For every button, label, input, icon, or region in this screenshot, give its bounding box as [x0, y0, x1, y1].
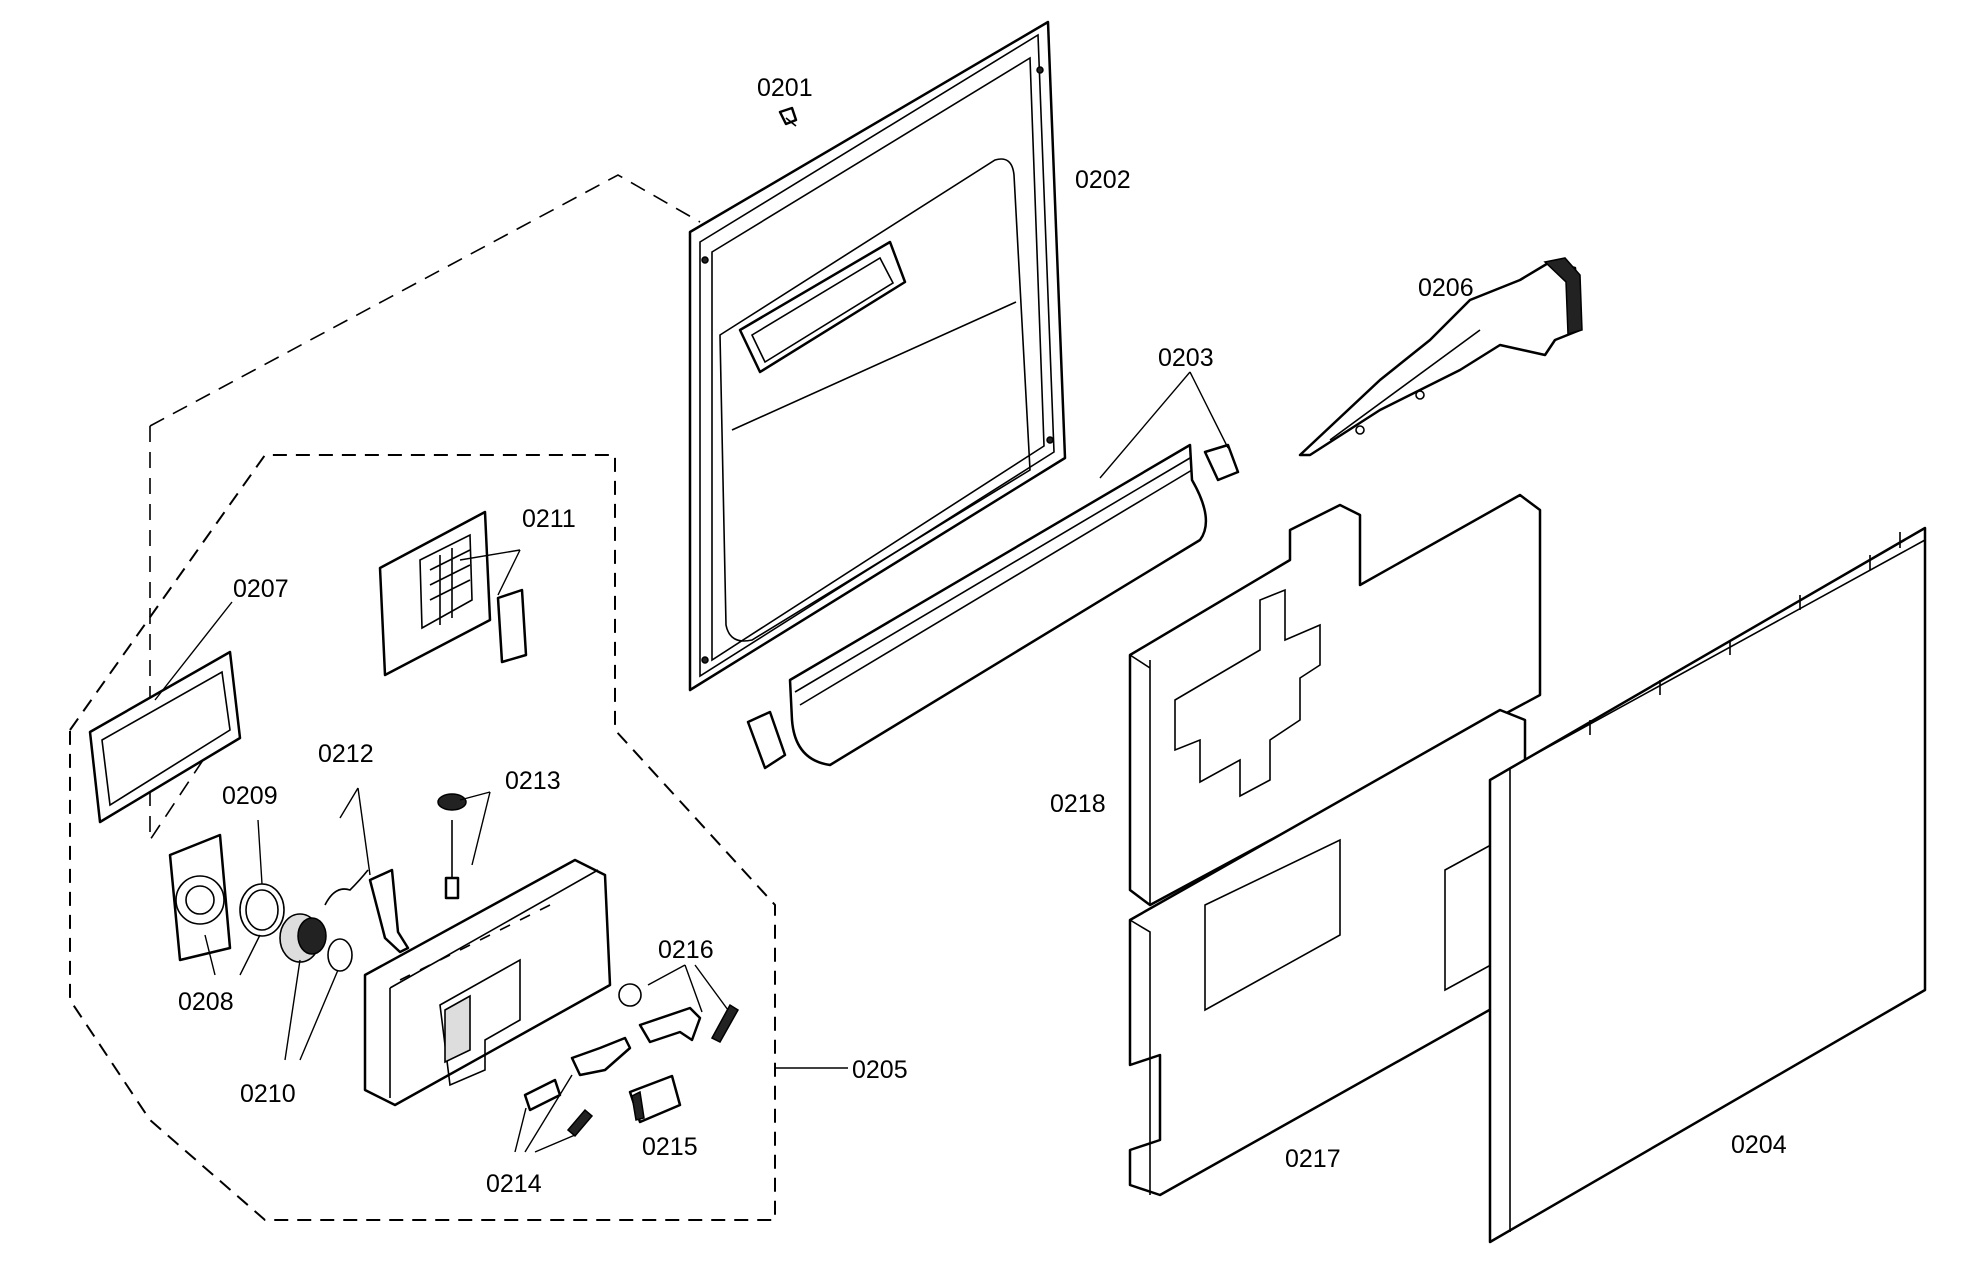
part-0214-parts — [523, 1036, 632, 1138]
label-0216: 0216 — [658, 936, 714, 964]
part-0210-nozzle — [279, 913, 353, 972]
part-0213-pin — [437, 793, 467, 900]
label-0217: 0217 — [1285, 1145, 1341, 1173]
part-0211-vent — [378, 510, 528, 677]
part-0204-front-panel — [1488, 526, 1927, 1244]
label-0213: 0213 — [505, 767, 561, 795]
part-0218-insulation — [1128, 493, 1542, 907]
part-0206-hinge-bracket — [1298, 257, 1583, 457]
part-0217-outer-panel — [1128, 708, 1527, 1197]
label-0206: 0206 — [1418, 274, 1474, 302]
part-0203-trim-strip — [746, 443, 1240, 770]
part-0216-parts — [618, 983, 740, 1044]
part-labels: 0201 0202 0203 0204 0205 0206 0207 0208 … — [178, 74, 1787, 1198]
label-0209: 0209 — [222, 782, 278, 810]
label-0203: 0203 — [1158, 344, 1214, 372]
part-0215-switch — [628, 1074, 682, 1124]
part-0201-screw — [778, 106, 798, 127]
part-0209-ring — [239, 883, 285, 937]
label-0205: 0205 — [852, 1056, 908, 1084]
label-0218: 0218 — [1050, 790, 1106, 818]
part-0202-inner-door — [688, 20, 1067, 692]
label-0202: 0202 — [1075, 166, 1131, 194]
label-0212: 0212 — [318, 740, 374, 768]
label-0215: 0215 — [642, 1133, 698, 1161]
label-0208: 0208 — [178, 988, 234, 1016]
part-0207-gasket — [88, 650, 242, 824]
part-0212-spring-lever — [324, 868, 410, 954]
label-0214: 0214 — [486, 1170, 542, 1198]
label-0204: 0204 — [1731, 1131, 1787, 1159]
label-0207: 0207 — [233, 575, 289, 603]
label-0201: 0201 — [757, 74, 813, 102]
label-0210: 0210 — [240, 1080, 296, 1108]
part-dispenser-box — [363, 858, 612, 1107]
label-0211: 0211 — [522, 505, 576, 533]
group-outline-0205 — [69, 174, 776, 1221]
leader-lines — [154, 371, 1229, 1153]
part-0208-housing — [168, 833, 232, 962]
